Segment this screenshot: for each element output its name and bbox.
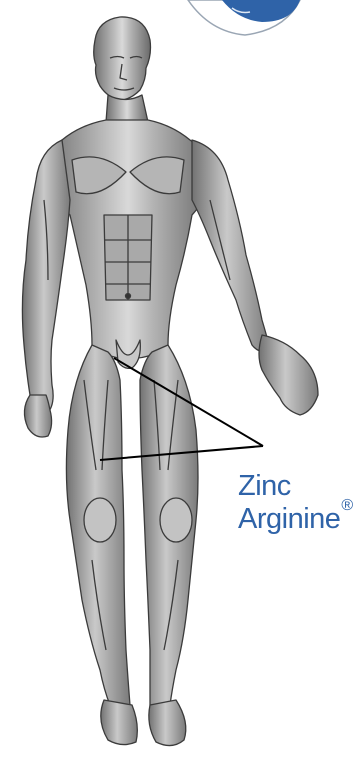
- anatomical-muscle-figure-icon: [22, 17, 318, 746]
- label-zinc: Zinc: [238, 470, 356, 503]
- corner-badge-icon: [188, 0, 300, 35]
- registered-mark: ®: [341, 497, 352, 514]
- nutrient-label: Zinc Arginine®: [238, 470, 356, 537]
- label-arginine: Arginine: [238, 503, 340, 535]
- label-arginine-row: Arginine®: [238, 503, 356, 536]
